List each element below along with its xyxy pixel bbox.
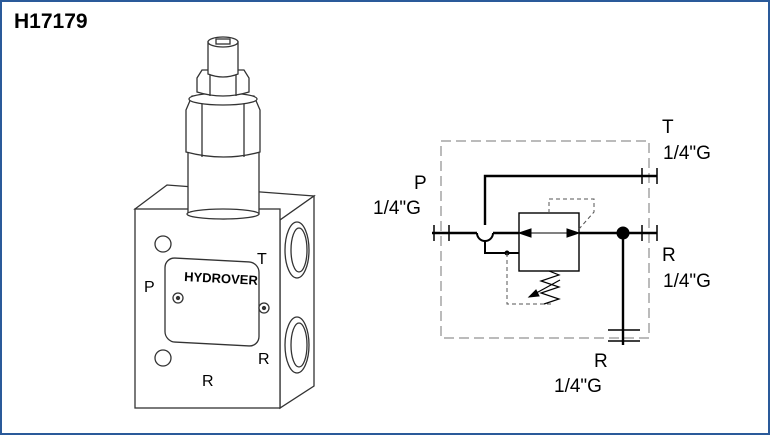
- brand-name: HYDROVER: [184, 269, 259, 288]
- port-r-bottom-name: R: [594, 351, 608, 372]
- port-label-r-side: R: [258, 351, 270, 368]
- port-r-side-name: R: [662, 245, 676, 266]
- hydraulic-schematic: [432, 140, 658, 345]
- port-p-name: P: [414, 173, 427, 194]
- port-r-side-size: 1/4"G: [663, 271, 711, 292]
- port-t-size: 1/4"G: [663, 143, 711, 164]
- port-label-r-bottom: R: [202, 373, 214, 390]
- schematic-labels: T 1/4"G P 1/4"G R 1/4"G R 1/4"G: [373, 117, 711, 397]
- port-p-size: 1/4"G: [373, 198, 421, 219]
- port-t-name: T: [662, 117, 674, 138]
- valve-illustration: [133, 36, 316, 410]
- product-code: H17179: [14, 10, 88, 33]
- port-label-t: T: [257, 251, 267, 268]
- port-r-bottom-size: 1/4"G: [554, 376, 602, 397]
- port-label-p: P: [144, 279, 155, 296]
